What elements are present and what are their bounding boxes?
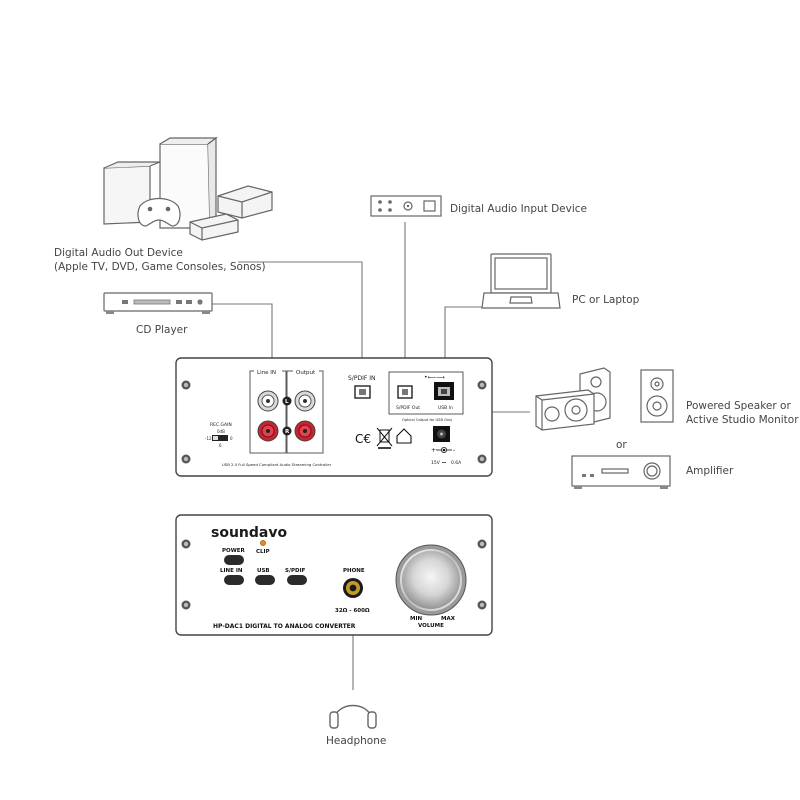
- svg-text:-: -: [453, 447, 455, 454]
- phone-label: PHONE: [343, 568, 365, 574]
- line-in-label: Line IN: [257, 370, 276, 376]
- digital-audio-out-sublabel: (Apple TV, DVD, Game Consoles, Sonos): [54, 261, 266, 273]
- right-channel-badge: [282, 426, 292, 436]
- weee-bin-icon: [376, 427, 393, 449]
- clip-led: [260, 540, 266, 546]
- rear-panel-screws: [181, 380, 487, 464]
- indoor-use-icon: [396, 428, 412, 444]
- digital-audio-out-devices-icon: [103, 136, 273, 241]
- or-label: or: [616, 439, 627, 451]
- digital-io-frame: [388, 371, 464, 415]
- left-channel-label: L: [285, 399, 289, 405]
- headphone-label: Headphone: [326, 735, 386, 747]
- spdif-out-label: S/PDIF Out: [396, 405, 420, 411]
- spdif-button-label: S/PDIF: [285, 568, 306, 574]
- rca-output-left-jack[interactable]: [294, 390, 316, 412]
- rca-line-in-left-jack[interactable]: [257, 390, 279, 412]
- rca-output-right-jack[interactable]: [294, 420, 316, 442]
- laptop-icon: [481, 253, 561, 309]
- line-digital-out-to-spdif-in: [238, 261, 363, 384]
- rec-gain-label: REC.GAIN: [210, 422, 232, 428]
- front-panel: soundavo POWER CLIP LINE IN USB S/PDIF P…: [175, 514, 493, 636]
- optical-note: Optical Output for USB Only: [402, 418, 453, 422]
- power-spec-current: 0.6A: [451, 460, 462, 466]
- power-button[interactable]: [224, 555, 244, 565]
- rec-gain-plus6-label: 6: [219, 443, 222, 448]
- rear-panel: REC.GAIN 0dB -12 0 6 Line IN Output: [175, 357, 493, 477]
- dc-polarity-icon: + -: [431, 446, 455, 454]
- rec-gain-switch[interactable]: [212, 435, 228, 441]
- line-pc-to-usb-in: [444, 306, 486, 380]
- speaker-label-line2: Active Studio Monitor: [686, 414, 799, 426]
- volume-label: VOLUME: [418, 623, 444, 629]
- power-label: POWER: [222, 548, 246, 554]
- usb-symbol-icon: •⟵⟶: [424, 374, 445, 381]
- digital-input-device-icon: [370, 195, 442, 217]
- ce-mark-icon: C€: [355, 432, 371, 446]
- rec-gain-minus12-label: -12: [205, 436, 212, 441]
- front-panel-screws: [181, 539, 487, 610]
- headphone-icon: [329, 704, 377, 729]
- right-channel-label: R: [285, 429, 290, 435]
- dc-power-jack[interactable]: [433, 426, 450, 442]
- volume-knob[interactable]: [395, 544, 467, 616]
- svg-text:+: +: [431, 447, 436, 454]
- brand-logo: soundavo: [211, 525, 287, 541]
- rec-gain-0db-label: 0dB: [217, 429, 225, 434]
- rca-line-in-right-jack[interactable]: [257, 420, 279, 442]
- digital-audio-out-label: Digital Audio Out Device: [54, 247, 183, 259]
- model-label: HP-DAC1 DIGITAL TO ANALOG CONVERTER: [213, 623, 356, 630]
- amplifier-label: Amplifier: [686, 465, 734, 477]
- speaker-stack-icon: [535, 367, 611, 431]
- rec-gain-0-label: 0: [230, 436, 233, 441]
- output-label: Output: [296, 370, 316, 376]
- power-spec-voltage: 15V: [431, 460, 441, 466]
- volume-max-label: MAX: [441, 616, 456, 622]
- dc-symbol-icon: ⎓: [442, 460, 446, 466]
- line-cd-to-line-in: [212, 303, 273, 378]
- clip-label: CLIP: [256, 549, 270, 555]
- usb-controller-note: USB 2.0 Full Speed Compliant Audio Strea…: [222, 462, 332, 467]
- left-channel-badge: [282, 396, 292, 406]
- line-in-button-label: LINE IN: [220, 568, 243, 574]
- pc-laptop-label: PC or Laptop: [572, 294, 640, 306]
- volume-min-label: MIN: [410, 616, 423, 622]
- cd-player-icon: [103, 292, 213, 314]
- studio-monitor-icon: [640, 369, 674, 423]
- impedance-label: 32Ω - 600Ω: [335, 608, 370, 614]
- spdif-in-label: S/PDIF IN: [348, 375, 375, 382]
- spdif-out-port[interactable]: [397, 385, 413, 399]
- spdif-button[interactable]: [287, 575, 307, 585]
- amplifier-icon: [571, 455, 671, 489]
- line-in-button[interactable]: [224, 575, 244, 585]
- cd-player-label: CD Player: [136, 324, 188, 336]
- speaker-label-line1: Powered Speaker or: [686, 400, 791, 412]
- usb-in-label: USB In: [438, 405, 453, 411]
- usb-in-port[interactable]: [434, 382, 454, 400]
- headphone-jack[interactable]: [343, 578, 363, 598]
- spdif-in-port[interactable]: [354, 385, 371, 399]
- digital-input-device-label: Digital Audio Input Device: [450, 203, 587, 215]
- usb-button[interactable]: [255, 575, 275, 585]
- usb-button-label: USB: [257, 568, 270, 574]
